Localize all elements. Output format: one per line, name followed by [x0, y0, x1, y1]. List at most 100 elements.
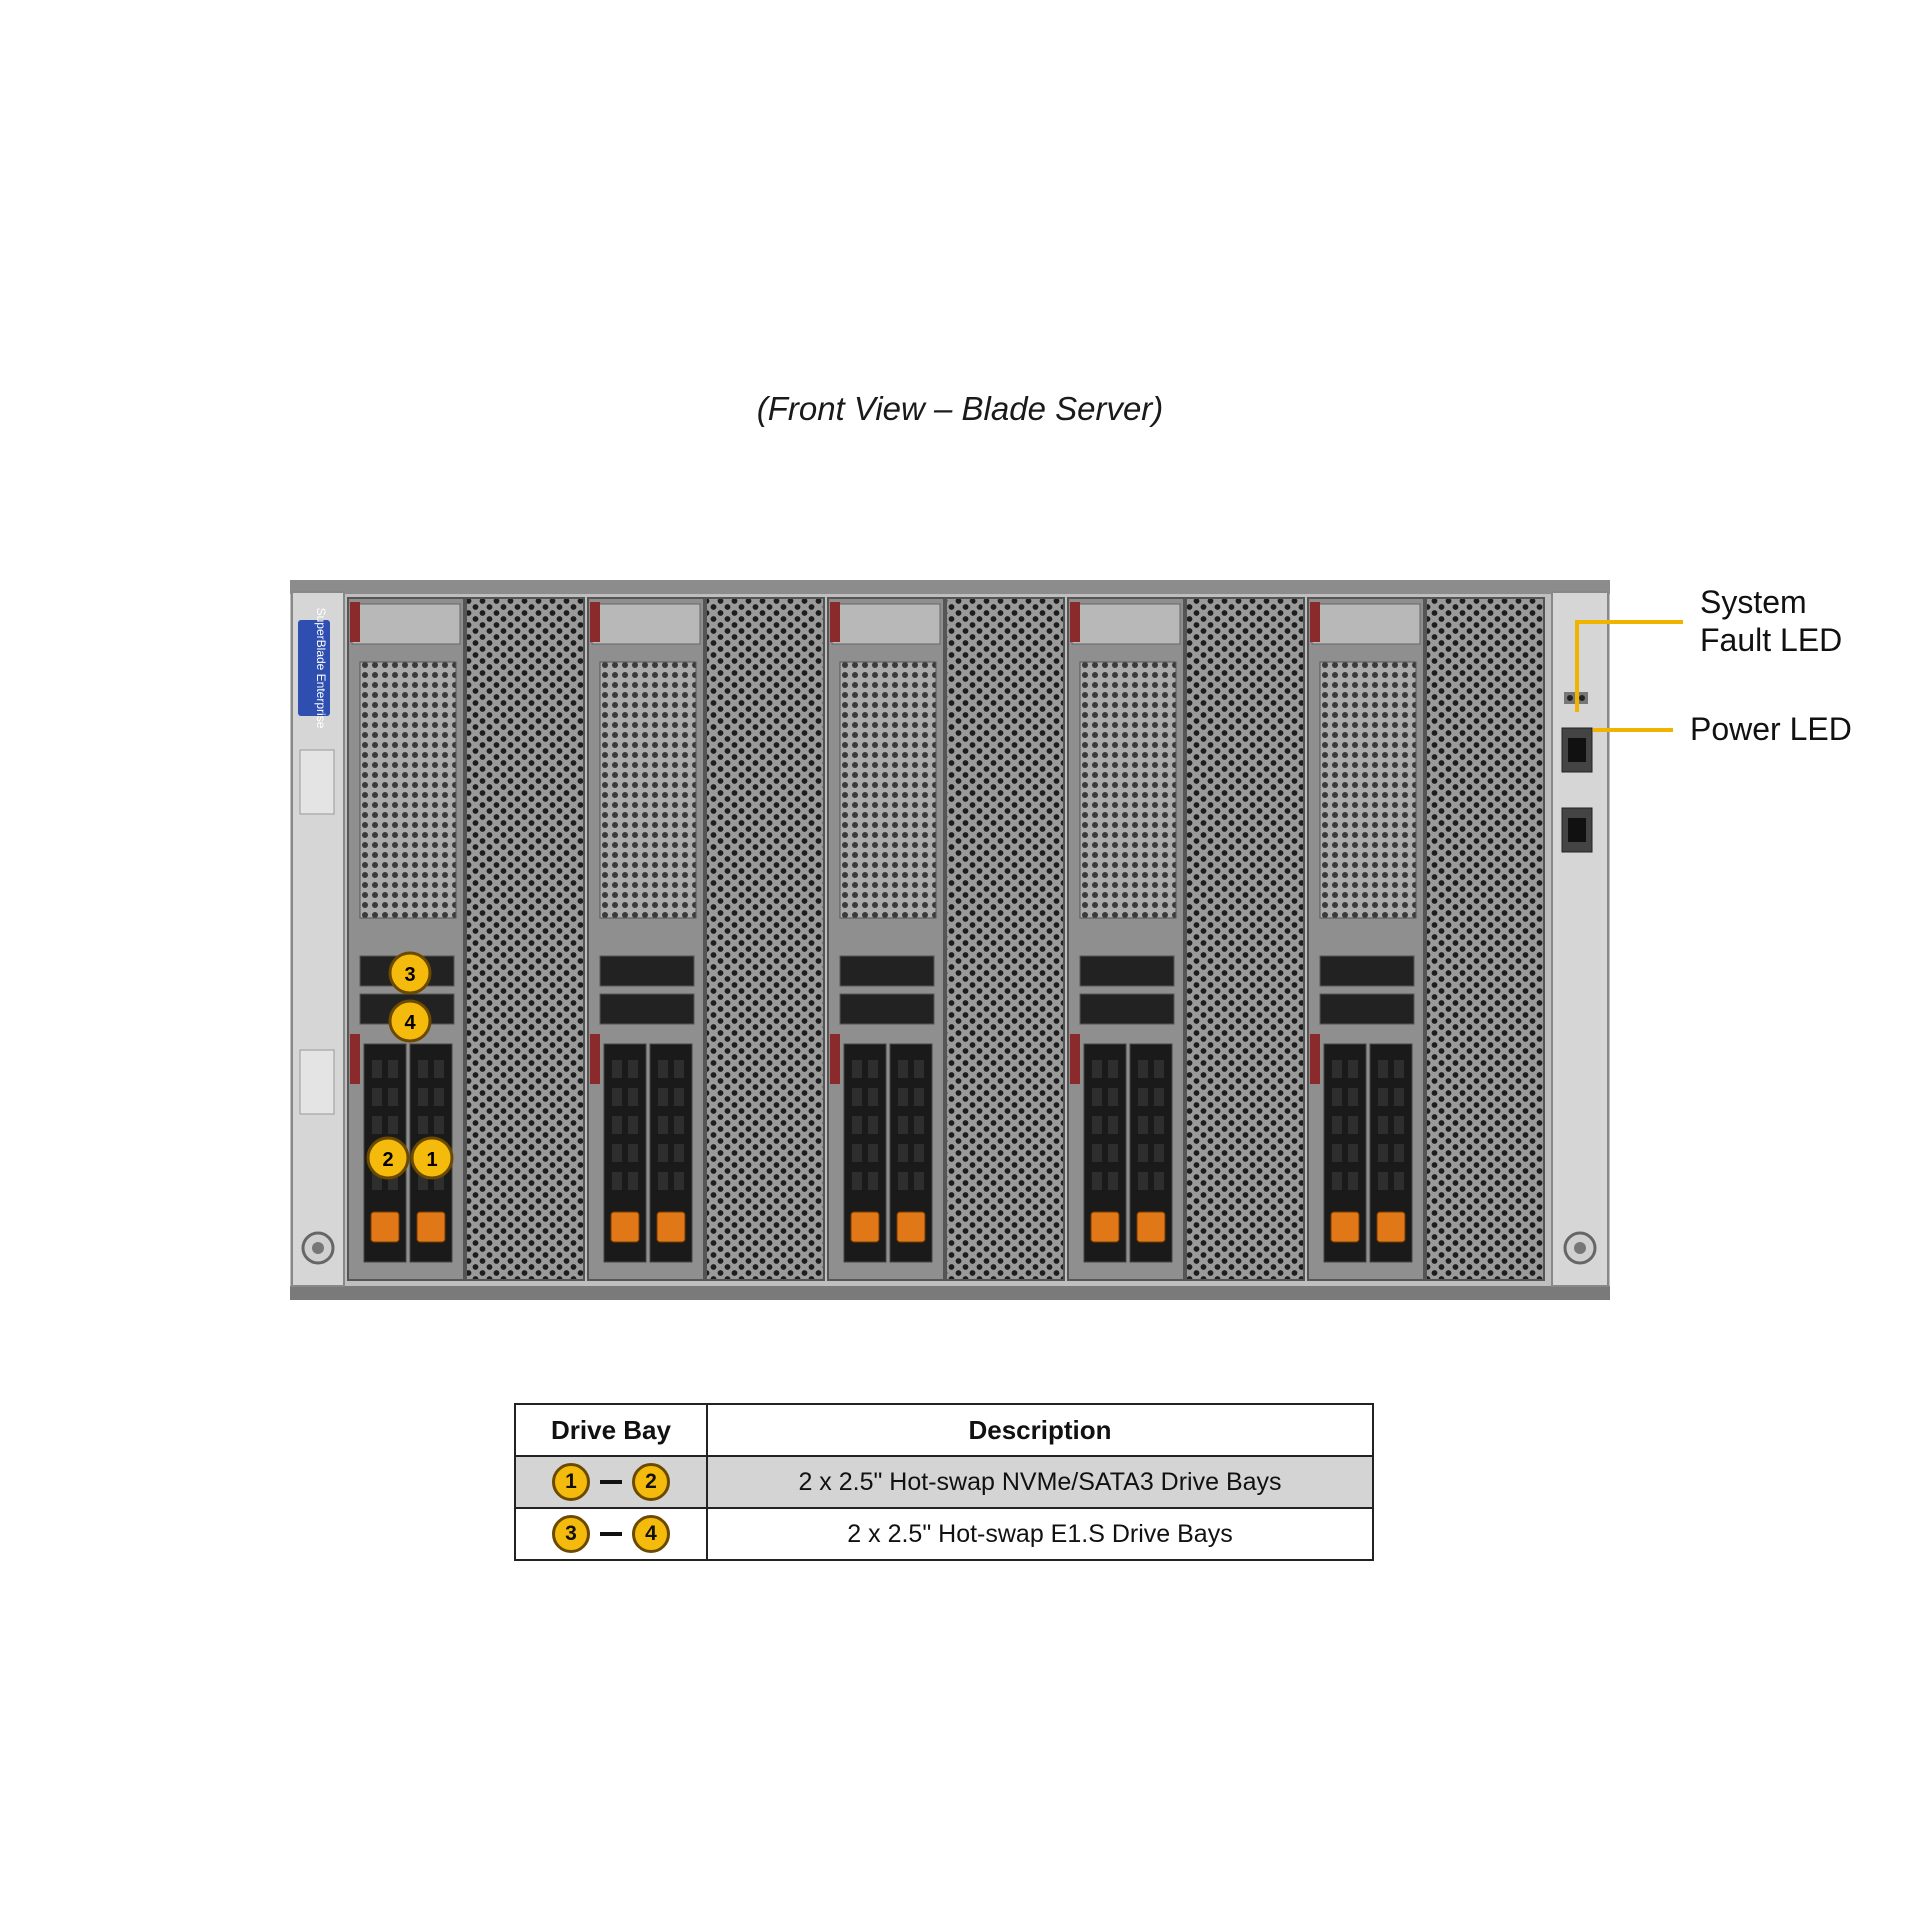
tray-slot — [1332, 1144, 1342, 1162]
brand-plate — [298, 620, 330, 716]
tray-slot — [1108, 1088, 1118, 1106]
blade-vent-grille — [1319, 661, 1417, 919]
tray-slot — [1332, 1172, 1342, 1190]
drive-release-button — [370, 1211, 400, 1243]
svg-text:1: 1 — [426, 1149, 437, 1171]
range-dash — [600, 1480, 622, 1484]
power-led-label: Power LED — [1690, 711, 1852, 747]
tray-slot — [852, 1116, 862, 1134]
tray-slot — [1378, 1060, 1388, 1078]
tray-slot — [388, 1060, 398, 1078]
bay-badge-2: 2 — [366, 1136, 410, 1180]
fault-led-label: System Fault LED — [1700, 584, 1843, 658]
drive-release-button — [610, 1211, 640, 1243]
drive-release-button — [1330, 1211, 1360, 1243]
tray-slot — [1378, 1144, 1388, 1162]
tray-slot — [372, 1116, 382, 1134]
tray-slot — [1348, 1060, 1358, 1078]
tray-slot — [612, 1060, 622, 1078]
blade-vent-grille — [839, 661, 937, 919]
tray-slot — [1108, 1116, 1118, 1134]
tray-slot — [674, 1172, 684, 1190]
drive-release-button — [656, 1211, 686, 1243]
release-lever — [1310, 602, 1320, 642]
tray-slot — [898, 1144, 908, 1162]
tray-slot — [388, 1116, 398, 1134]
tray-slot — [418, 1172, 428, 1190]
tray-slot — [914, 1172, 924, 1190]
release-lever — [350, 602, 360, 642]
blade-vent-grille — [599, 661, 697, 919]
release-lever — [1310, 1034, 1320, 1084]
tray-slot — [674, 1116, 684, 1134]
tray-slot — [1154, 1060, 1164, 1078]
release-lever — [350, 1034, 360, 1084]
vented-panel — [705, 597, 825, 1281]
tray-slot — [372, 1060, 382, 1078]
tray-slot — [612, 1088, 622, 1106]
column-header-drive-bay: Drive Bay — [514, 1403, 708, 1457]
vented-panel — [1425, 597, 1545, 1281]
tray-slot — [1108, 1060, 1118, 1078]
tray-slot — [914, 1116, 924, 1134]
tray-slot — [1348, 1088, 1358, 1106]
tray-slot — [868, 1116, 878, 1134]
tray-slot — [1394, 1088, 1404, 1106]
tray-slot — [1138, 1144, 1148, 1162]
bay-number-badge: 2 — [632, 1463, 670, 1501]
tray-slot — [1394, 1116, 1404, 1134]
tray-slot — [1154, 1088, 1164, 1106]
drive-release-button — [1376, 1211, 1406, 1243]
tray-slot — [628, 1172, 638, 1190]
row-description: 2 x 2.5" Hot-swap E1.S Drive Bays — [706, 1507, 1374, 1561]
tray-slot — [1154, 1144, 1164, 1162]
blade-vent-grille — [1079, 661, 1177, 919]
tray-slot — [1378, 1172, 1388, 1190]
drive-bay-table: Drive Bay Description 1 2 2 x 2.5" Hot-s… — [514, 1403, 1374, 1561]
tray-slot — [914, 1088, 924, 1106]
release-lever — [1070, 1034, 1080, 1084]
tray-slot — [1092, 1088, 1102, 1106]
vented-panel — [1185, 597, 1305, 1281]
tray-slot — [418, 1060, 428, 1078]
tray-slot — [658, 1088, 668, 1106]
tray-slot — [612, 1116, 622, 1134]
release-lever — [830, 602, 840, 642]
tray-slot — [898, 1060, 908, 1078]
tray-slot — [898, 1116, 908, 1134]
tray-slot — [1092, 1116, 1102, 1134]
bay-badge-4: 4 — [388, 999, 432, 1043]
tray-slot — [434, 1116, 444, 1134]
vented-panel — [465, 597, 585, 1281]
tray-slot — [658, 1116, 668, 1134]
tray-slot — [1154, 1116, 1164, 1134]
tray-slot — [1332, 1088, 1342, 1106]
row-description: 2 x 2.5" Hot-swap NVMe/SATA3 Drive Bays — [706, 1455, 1374, 1509]
tray-slot — [1092, 1172, 1102, 1190]
bay-number-badge: 1 — [552, 1463, 590, 1501]
tray-slot — [1108, 1144, 1118, 1162]
drive-release-button — [850, 1211, 880, 1243]
e1s-drive-bay — [599, 993, 695, 1025]
column-header-description: Description — [706, 1403, 1374, 1457]
fault-led-leader-h — [1575, 620, 1683, 624]
tray-slot — [372, 1088, 382, 1106]
tray-slot — [868, 1060, 878, 1078]
tray-slot — [852, 1060, 862, 1078]
release-lever — [590, 1034, 600, 1084]
tray-slot — [674, 1088, 684, 1106]
e1s-drive-bay — [1079, 955, 1175, 987]
svg-text:4: 4 — [404, 1012, 416, 1034]
tray-slot — [418, 1088, 428, 1106]
tray-slot — [612, 1144, 622, 1162]
tray-slot — [1348, 1144, 1358, 1162]
tray-slot — [612, 1172, 622, 1190]
fault-led-leader-v — [1575, 620, 1579, 712]
tray-slot — [1348, 1116, 1358, 1134]
tray-slot — [898, 1088, 908, 1106]
tray-slot — [658, 1060, 668, 1078]
table-row: 3 4 2 x 2.5" Hot-swap E1.S Drive Bays — [514, 1507, 1374, 1561]
tray-slot — [674, 1144, 684, 1162]
tray-slot — [434, 1060, 444, 1078]
tray-slot — [1138, 1116, 1148, 1134]
